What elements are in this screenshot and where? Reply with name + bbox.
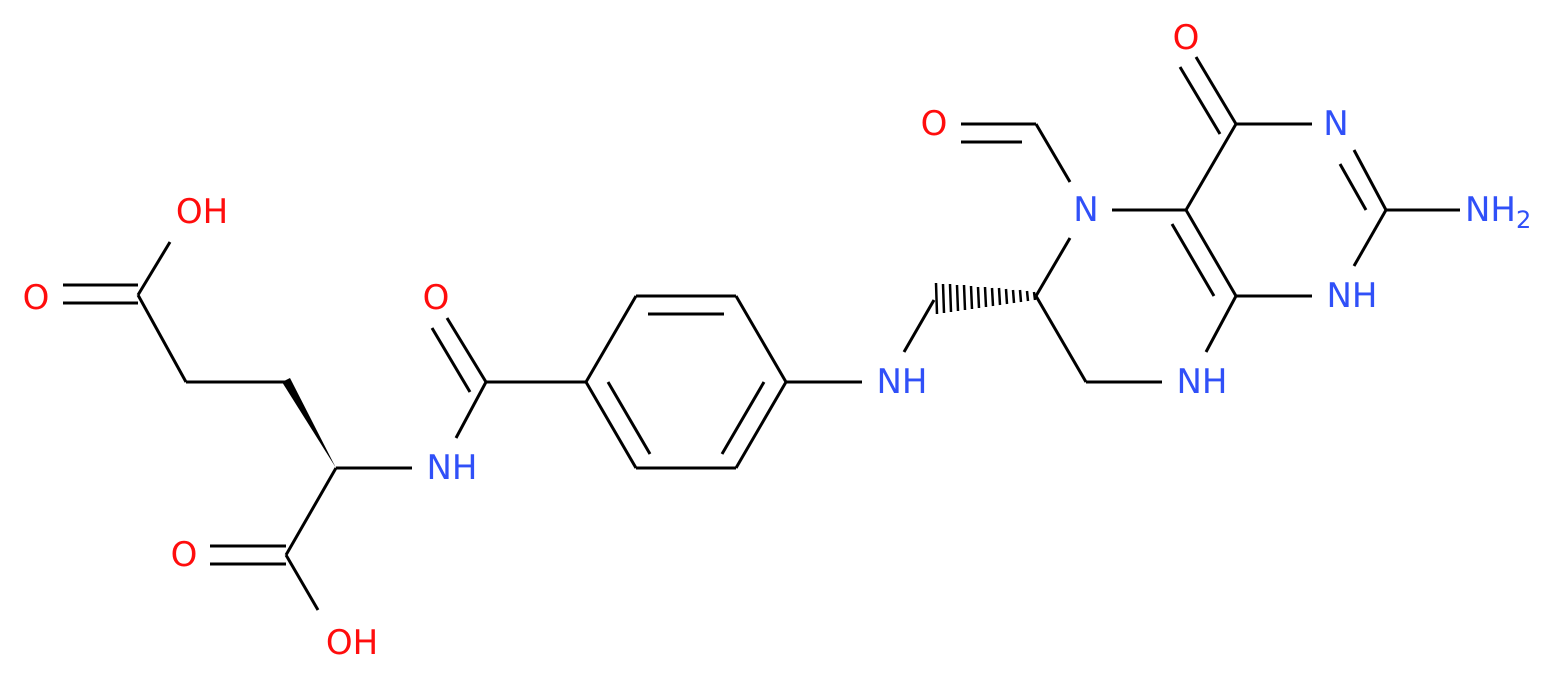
bond-ring-3: [734, 295, 788, 383]
hash-bond-c6: [934, 282, 1037, 315]
bond-n5-cho: [1034, 123, 1072, 183]
label-n5: N: [1073, 190, 1098, 230]
bond-ring-6-inner: [606, 381, 652, 455]
label-o-bottom-acid: O: [171, 535, 198, 575]
atom-labels: OH O O NH O OH NH O N O N NH2 NH NH: [23, 18, 1532, 663]
label-o-ketone: O: [1173, 18, 1200, 58]
label-o-formyl: O: [921, 104, 948, 144]
label-nh-ring-bottom: NH: [1177, 362, 1228, 402]
bond-c8a-c4a-inner: [1170, 223, 1216, 297]
label-o-amide: O: [423, 278, 450, 318]
bond-amide-co-a: [445, 317, 488, 383]
label-nh2-main: NH: [1465, 190, 1516, 230]
label-nh2-subscript: 2: [1516, 206, 1531, 234]
label-oh-bottom: OH: [326, 623, 378, 663]
bond-calpha-cooh: [284, 467, 338, 556]
bond-ring-4: [734, 381, 788, 469]
label-nh-ring-right: NH: [1327, 276, 1378, 316]
bond-c8a-c4a: [1184, 209, 1238, 297]
bond-ring-6: [584, 381, 638, 469]
label-oh-top: OH: [176, 192, 228, 232]
bond-nh-ch2: [902, 299, 936, 353]
label-nh2: NH2: [1465, 190, 1531, 234]
label-n3: N: [1323, 104, 1348, 144]
bond-n3-c2-inner: [1338, 163, 1368, 211]
wedge-bond-glu: [282, 378, 336, 468]
bond-c4a-c4: [1184, 123, 1238, 211]
bond-n3-c2: [1352, 149, 1388, 211]
bond-n8-c8a: [1204, 295, 1238, 353]
bond-c-oh-top: [136, 241, 172, 296]
bond-chain-1: [136, 294, 188, 383]
bond-c6-c7: [1034, 295, 1088, 383]
bond-ring-4-inner: [720, 381, 766, 455]
bond-c-oh-bottom: [284, 554, 320, 611]
bonds: [63, 56, 1460, 611]
bond-c4-o-a: [1194, 56, 1238, 125]
bond-amide-co-b: [430, 327, 472, 393]
bond-nh-amide-c: [454, 381, 488, 439]
label-nh-aniline: NH: [877, 362, 928, 402]
bond-c4-o-b: [1178, 66, 1222, 135]
bond-ring-1: [584, 295, 638, 383]
bond-c6-n5: [1034, 237, 1072, 297]
label-nh-amide: NH: [427, 448, 478, 488]
bond-c2-n1: [1352, 209, 1388, 267]
label-o-top-acid: O: [23, 278, 50, 318]
